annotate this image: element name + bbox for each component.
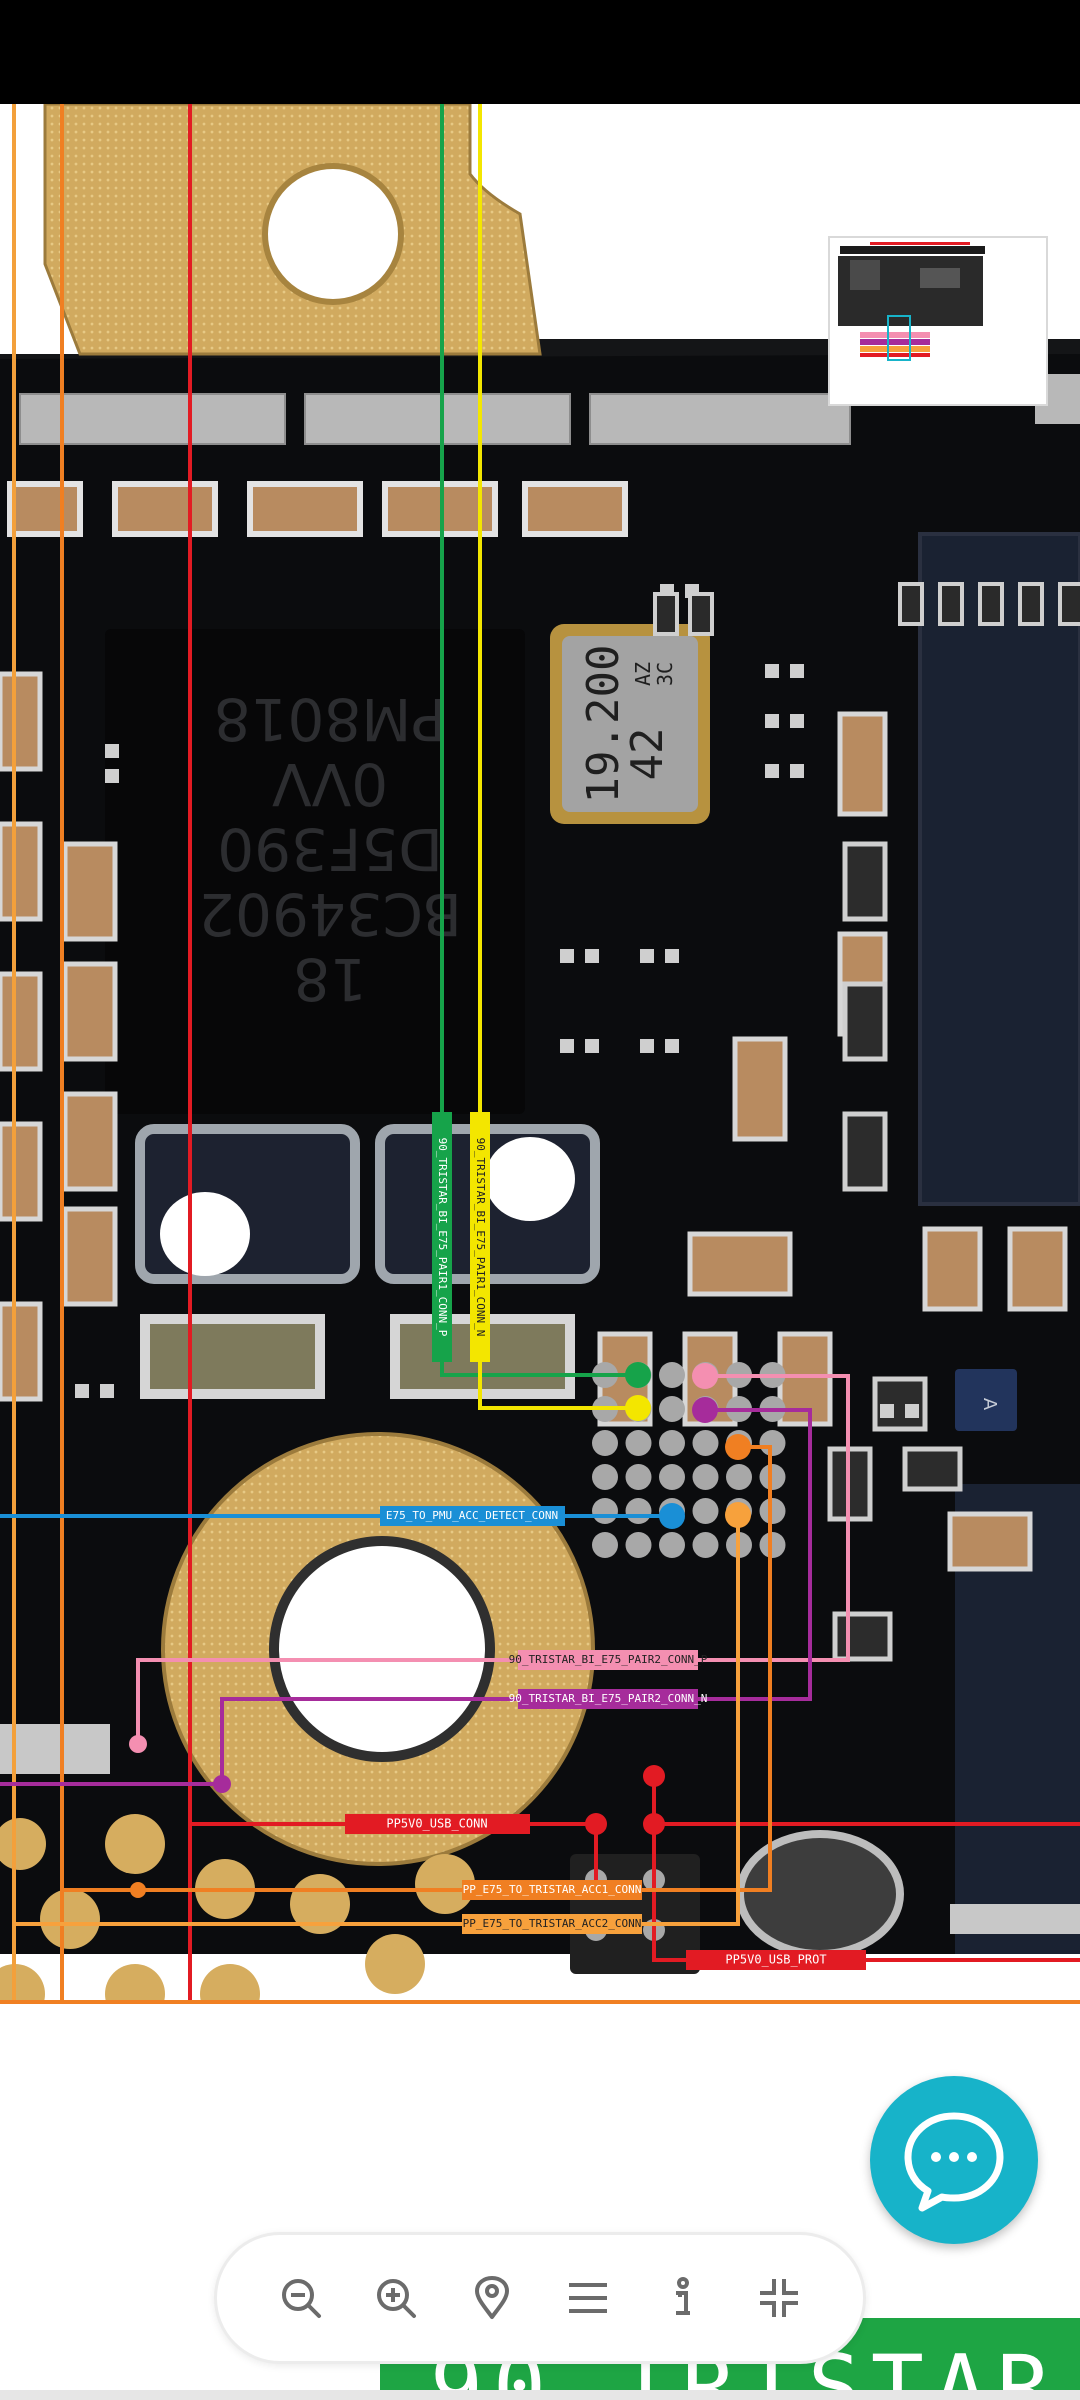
- bga-ball[interactable]: [592, 1498, 618, 1524]
- menu-icon: [568, 2283, 607, 2313]
- bga-ball[interactable]: [625, 1464, 652, 1490]
- net-label-pair1-p[interactable]: 90_TRISTAR_BI_E75_PAIR1_CONN_P: [432, 1112, 452, 1362]
- bga-ball[interactable]: [692, 1464, 719, 1490]
- bga-ball[interactable]: [659, 1430, 685, 1456]
- menu-button[interactable]: [556, 2266, 620, 2330]
- component-a-mark: A: [979, 1398, 1000, 1411]
- bga-ball[interactable]: [592, 1464, 618, 1490]
- net-label-pair2-n[interactable]: 90_TRISTAR_BI_E75_PAIR2_CONN_N: [509, 1689, 708, 1709]
- status-bar: [0, 0, 1080, 104]
- locate-button[interactable]: [460, 2266, 524, 2330]
- bga-ball[interactable]: [659, 1532, 685, 1558]
- zoom-in-icon: [377, 2279, 417, 2318]
- pcb-board-image[interactable]: 18 BC34902 D5F390 0VV PM8018 19.200 42 A…: [0, 104, 1080, 2004]
- bga-ball[interactable]: [692, 1498, 719, 1524]
- net-label-text: 90_TRISTAR_BI_E75_PAIR1_CONN_N: [474, 1138, 487, 1337]
- chip-marking-line4: 0VV: [272, 750, 389, 818]
- bga-ball[interactable]: [592, 1430, 618, 1456]
- bga-ball[interactable]: [759, 1498, 786, 1524]
- chip-marking-line2: BC34902: [198, 880, 462, 948]
- net-label-text: E75_TO_PMU_ACC_DETECT_CONN: [386, 1509, 558, 1522]
- navigation-bar: [0, 2390, 1080, 2400]
- net-label-text: PP5V0_USB_CONN: [386, 1817, 487, 1831]
- minimap-preview: [838, 242, 985, 361]
- net-label-text: PP_E75_TO_TRISTAR_ACC2_CONN: [463, 1917, 642, 1930]
- bga-ball[interactable]: [692, 1430, 719, 1456]
- net-label-pair2-p[interactable]: 90_TRISTAR_BI_E75_PAIR2_CONN_P: [509, 1650, 708, 1670]
- crystal-marking-line2: 42: [622, 728, 673, 781]
- net-label-acc2[interactable]: PP_E75_TO_TRISTAR_ACC2_CONN: [462, 1914, 642, 1934]
- crystal-marking-suffix-bottom: 3C: [653, 662, 677, 686]
- collapse-button[interactable]: [747, 2266, 811, 2330]
- collapse-icon: [760, 2279, 799, 2317]
- chat-bubble-icon: [904, 2112, 1004, 2212]
- net-label-pair1-n[interactable]: 90_TRISTAR_BI_E75_PAIR1_CONN_N: [470, 1112, 490, 1362]
- zoom-out-button[interactable]: [269, 2266, 333, 2330]
- chip-marking-line3: D5F390: [217, 815, 443, 883]
- net-label-usb-conn[interactable]: PP5V0_USB_CONN: [345, 1814, 530, 1834]
- viewer-toolbar: [214, 2232, 866, 2364]
- net-label-text: 90_TRISTAR_BI_E75_PAIR2_CONN_N: [509, 1692, 708, 1705]
- net-label-text: PP_E75_TO_TRISTAR_ACC1_CONN: [463, 1883, 642, 1896]
- info-icon: [676, 2277, 691, 2315]
- zoom-out-icon: [281, 2279, 321, 2318]
- crystal-marking-suffix-top: AZ: [631, 662, 655, 686]
- bga-ball[interactable]: [759, 1464, 786, 1490]
- net-label-acc1[interactable]: PP_E75_TO_TRISTAR_ACC1_CONN: [462, 1880, 642, 1900]
- map-pin-icon: [475, 2276, 510, 2319]
- crystal-marking-line1: 19.200: [578, 645, 629, 804]
- bga-ball[interactable]: [692, 1532, 719, 1558]
- component-a: [955, 1369, 1017, 1431]
- chip-marking-line5: PM8018: [214, 685, 447, 753]
- info-button[interactable]: [651, 2266, 715, 2330]
- bga-ball[interactable]: [625, 1430, 652, 1456]
- bga-ball[interactable]: [592, 1532, 618, 1558]
- bga-ball[interactable]: [625, 1532, 652, 1558]
- bga-ball[interactable]: [759, 1430, 786, 1456]
- net-label-usb-prot[interactable]: PP5V0_USB_PROT: [686, 1950, 866, 1970]
- bga-ball[interactable]: [659, 1464, 685, 1490]
- net-label-text: 90_TRISTAR_BI_E75_PAIR2_CONN_P: [509, 1653, 708, 1666]
- chip-marking-line1: 18: [293, 945, 367, 1013]
- net-label-acc-detect[interactable]: E75_TO_PMU_ACC_DETECT_CONN: [380, 1506, 565, 1526]
- bga-ball[interactable]: [659, 1362, 685, 1388]
- boardview-canvas[interactable]: 18 BC34902 D5F390 0VV PM8018 19.200 42 A…: [0, 104, 1080, 2004]
- minimap-viewport[interactable]: [887, 315, 911, 361]
- chat-button[interactable]: [870, 2076, 1038, 2244]
- bga-ball[interactable]: [659, 1396, 685, 1422]
- minimap[interactable]: [828, 236, 1048, 406]
- bga-ball[interactable]: [625, 1498, 652, 1524]
- net-label-text: PP5V0_USB_PROT: [725, 1953, 826, 1967]
- zoom-in-button[interactable]: [364, 2266, 428, 2330]
- net-label-text: 90_TRISTAR_BI_E75_PAIR1_CONN_P: [436, 1138, 449, 1337]
- bga-ball[interactable]: [759, 1532, 786, 1558]
- bga-ball[interactable]: [726, 1464, 752, 1490]
